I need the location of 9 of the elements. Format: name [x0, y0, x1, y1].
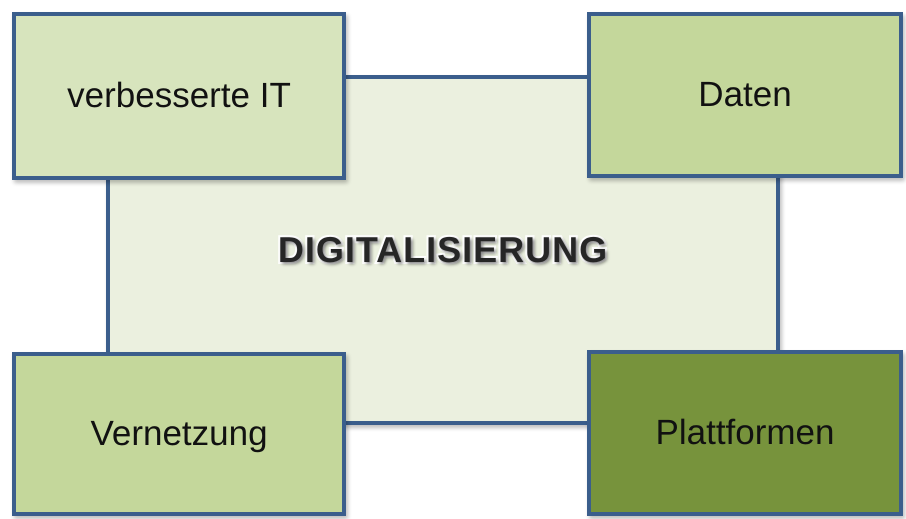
- box-label: Plattformen: [656, 413, 834, 453]
- box-label: verbesserte IT: [67, 76, 291, 116]
- box-label: Vernetzung: [90, 414, 268, 454]
- corner-box: [587, 350, 903, 516]
- title-text: DIGITALISIERUNG: [278, 229, 608, 271]
- corner-box: [12, 352, 346, 516]
- corner-box: [587, 12, 903, 178]
- box-label: Daten: [698, 75, 792, 115]
- corner-box: [12, 12, 346, 180]
